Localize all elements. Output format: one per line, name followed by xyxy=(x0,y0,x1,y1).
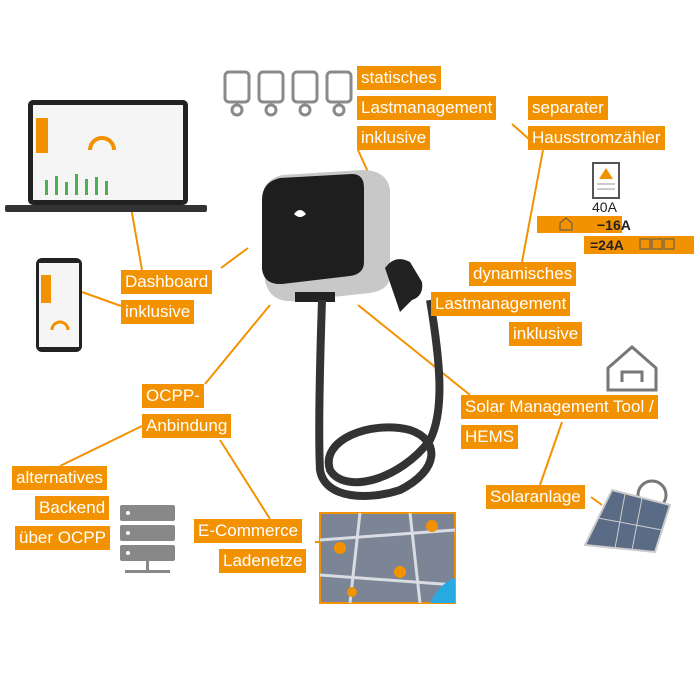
server-icon xyxy=(120,505,175,573)
label-dashboard: Dashboard xyxy=(121,270,213,294)
phone-dashboard xyxy=(36,258,82,352)
label-dynamic-load: inklusive xyxy=(509,322,583,346)
label-ocpp: OCPP- xyxy=(142,384,204,408)
wallbox xyxy=(262,170,444,500)
label-alt-backend: alternatives xyxy=(12,466,107,490)
label-ecommerce: E-Commerce xyxy=(194,519,303,543)
label-meter: Hausstromzähler xyxy=(528,126,665,150)
label-ocpp: Anbindung xyxy=(142,414,232,438)
meter-total: 40A xyxy=(592,199,618,215)
label-ecommerce: Ladenetze xyxy=(219,549,307,573)
connector-lines xyxy=(59,123,603,543)
laptop-dashboard xyxy=(5,100,207,212)
label-meter: separater xyxy=(528,96,608,120)
label-solar-tool: Solar Management Tool / xyxy=(461,395,658,419)
solar-panel-icon xyxy=(583,479,672,554)
label-dynamic-load: Lastmanagement xyxy=(431,292,571,316)
house-icon xyxy=(606,345,658,392)
label-solar: Solaranlage xyxy=(486,485,585,509)
label-static-load: Lastmanagement xyxy=(357,96,497,120)
label-solar-tool: HEMS xyxy=(461,425,519,449)
label-dashboard: inklusive xyxy=(121,300,195,324)
meter-house: −16A xyxy=(597,217,631,233)
meter-rest: =24A xyxy=(590,237,624,253)
charger-icons xyxy=(223,70,353,117)
label-alt-backend: über OCPP xyxy=(15,526,110,550)
label-alt-backend: Backend xyxy=(35,496,110,520)
label-static-load: inklusive xyxy=(357,126,431,150)
map-image xyxy=(319,512,456,604)
electricity-meter: 40A −16A =24A xyxy=(537,162,694,254)
label-dynamic-load: dynamisches xyxy=(469,262,577,286)
label-static-load: statisches xyxy=(357,66,441,90)
